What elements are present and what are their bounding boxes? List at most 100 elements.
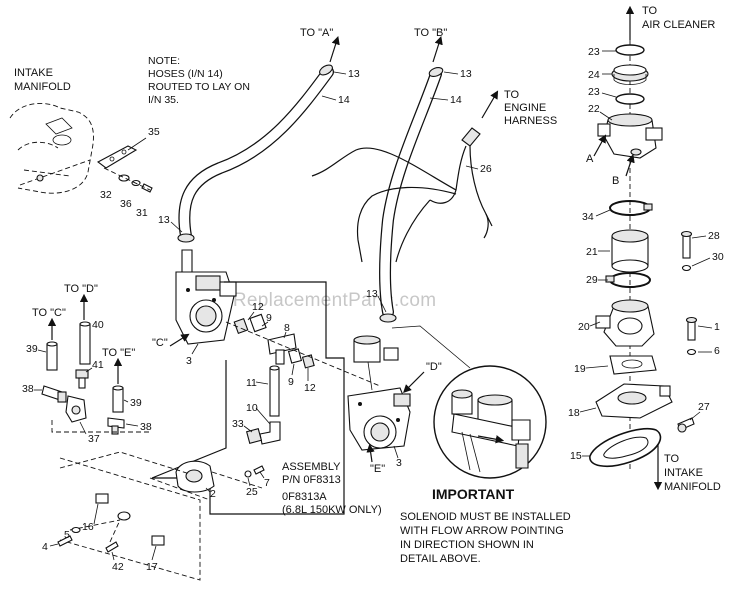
assembly-label-l4: (6.8L 150KW ONLY) — [282, 504, 382, 516]
callout-6: 6 — [714, 345, 720, 357]
gasket-15 — [589, 427, 662, 468]
callout-13a: 13 — [348, 68, 360, 80]
intake-manifold-sketch — [9, 102, 94, 194]
callout-38a: 38 — [22, 383, 34, 395]
gasket-23b — [615, 93, 645, 105]
callout-11: 11 — [246, 377, 257, 389]
callout-9a: 9 — [266, 312, 272, 324]
callout-1: 1 — [714, 321, 720, 333]
pipe-11 — [269, 365, 280, 417]
point-e-arrow — [366, 443, 375, 463]
fasteners-7-25 — [244, 465, 265, 478]
to-b-arrow — [432, 35, 443, 63]
elbow-10-33 — [245, 421, 281, 445]
callout-13c: 13 — [158, 214, 170, 226]
point-b-label: B — [612, 175, 619, 187]
callout-30: 30 — [712, 251, 724, 263]
callout-34: 34 — [582, 211, 594, 223]
adapter-2 — [175, 460, 263, 493]
base-panel — [57, 451, 211, 581]
callout-29: 29 — [586, 274, 598, 286]
bolt-1-washer-6 — [685, 316, 698, 356]
regulator-3-center — [347, 335, 411, 451]
callout-33: 33 — [232, 418, 244, 430]
left-fittings-leader — [51, 420, 150, 433]
callout-23a: 23 — [588, 46, 600, 58]
intake-manifold-label-l2: MANIFOLD — [14, 81, 71, 93]
callout-5: 5 — [64, 529, 70, 541]
callout-31: 31 — [136, 207, 148, 219]
callout-16: 16 — [82, 521, 94, 533]
to-engine-harness-l2: ENGINE — [504, 102, 546, 114]
to-c-label: TO "C" — [32, 307, 66, 319]
to-d-label-left: TO "D" — [64, 283, 98, 295]
to-b-label: TO "B" — [414, 27, 447, 39]
hose-14-right — [379, 66, 444, 323]
callout-18: 18 — [568, 407, 580, 419]
plate-18 — [595, 383, 673, 419]
adapter-22 — [597, 113, 663, 159]
callout-2: 2 — [210, 488, 216, 500]
callout-8: 8 — [284, 322, 290, 334]
clamp-29 — [605, 272, 651, 288]
callout-27: 27 — [698, 401, 710, 413]
callout-9b: 9 — [288, 376, 294, 388]
callout-12b: 12 — [304, 382, 316, 394]
wire-harness-26 — [311, 127, 493, 263]
gasket-23a — [615, 44, 645, 56]
point-d-arrow — [403, 371, 425, 393]
callout-36: 36 — [120, 198, 132, 210]
tube-39-right — [112, 385, 124, 413]
callout-17: 17 — [146, 561, 158, 573]
note-line-4: I/N 35. — [148, 94, 179, 106]
regulator-3-left — [175, 249, 237, 345]
note-line-1: NOTE: — [148, 55, 180, 67]
point-a-arrow — [593, 134, 607, 157]
tube-39-left — [46, 341, 58, 371]
clamp-34 — [609, 200, 653, 216]
callout-26: 26 — [480, 163, 492, 175]
to-intake-manifold-r-l2: INTAKE — [664, 467, 703, 479]
callout-23b: 23 — [588, 86, 600, 98]
callout-24: 24 — [588, 69, 600, 81]
callout-42: 42 — [112, 561, 124, 573]
hose-14-left — [177, 64, 334, 243]
fasteners-32-36-31 — [103, 167, 153, 193]
important-title: IMPORTANT — [432, 486, 515, 502]
fitting-37 — [65, 395, 87, 423]
sleeve-21 — [611, 229, 649, 273]
callout-41: 41 — [92, 359, 104, 371]
callout-22: 22 — [588, 103, 600, 115]
callout-14a: 14 — [338, 94, 350, 106]
to-a-arrow — [329, 35, 340, 63]
fittings-12-9-8 — [225, 313, 381, 387]
callout-35: 35 — [148, 126, 160, 138]
to-engine-harness-l3: HARNESS — [504, 115, 557, 127]
point-c-label: "C" — [152, 337, 168, 349]
engine-harness-arrow — [481, 90, 499, 119]
note-line-3: ROUTED TO LAY ON — [148, 81, 250, 93]
important-line-2: WITH FLOW ARROW POINTING — [400, 525, 564, 537]
mixer-20 — [595, 299, 655, 347]
callout-40: 40 — [92, 319, 104, 331]
detail-leader — [391, 325, 471, 369]
callout-10: 10 — [246, 402, 258, 414]
callout-13b: 13 — [460, 68, 472, 80]
note-line-2: HOSES (I/N 14) — [148, 68, 223, 80]
to-e-label-left: TO "E" — [102, 347, 135, 359]
to-intake-manifold-r-l3: MANIFOLD — [664, 481, 721, 493]
callout-3a: 3 — [186, 355, 192, 367]
callout-38b: 38 — [140, 421, 152, 433]
callout-37: 37 — [88, 433, 100, 445]
point-d-label: "D" — [426, 361, 442, 373]
callout-21: 21 — [586, 246, 598, 258]
to-a-label: TO "A" — [300, 27, 333, 39]
to-intake-manifold-r-l1: TO — [664, 453, 680, 465]
important-line-1: SOLENOID MUST BE INSTALLED — [400, 511, 571, 523]
callout-19: 19 — [574, 363, 586, 375]
point-c-arrow — [169, 333, 190, 347]
callout-7: 7 — [264, 477, 270, 489]
tube-40 — [79, 321, 91, 365]
fitting-38-left — [41, 385, 67, 403]
